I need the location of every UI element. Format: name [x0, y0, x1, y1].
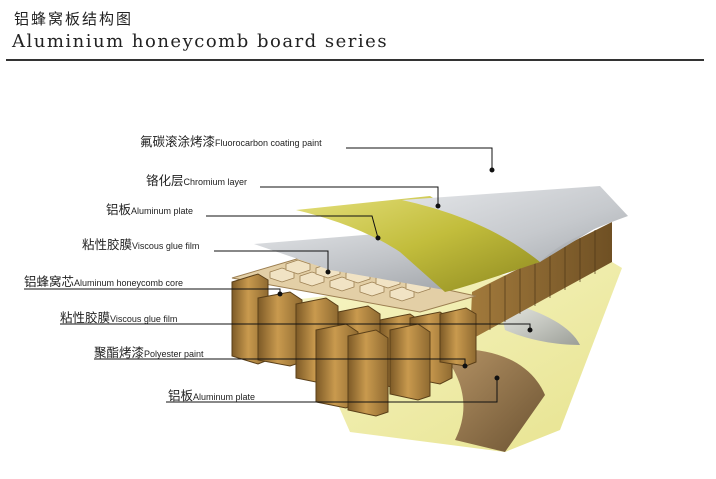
leader-lines	[24, 147, 533, 403]
label-en: Viscous glue film	[110, 314, 178, 324]
title-english: Aluminium honeycomb board series	[12, 31, 389, 52]
label-cn: 氟碳滚涂烤漆	[140, 134, 216, 149]
label-en: Chromium layer	[183, 177, 248, 187]
callout-glue-film-top: 粘性胶膜Viscous glue film	[82, 237, 199, 253]
callout-aluminum-plate-bottom: 铝板Aluminum plate	[168, 388, 255, 404]
label-en: Aluminum honeycomb core	[74, 278, 184, 288]
callout-chromium-layer: 铬化层Chromium layer	[146, 173, 247, 189]
header-divider	[6, 59, 704, 61]
callout-fluorocarbon-coating: 氟碳滚涂烤漆Fluorocarbon coating paint	[140, 134, 322, 150]
callout-honeycomb-core: 铝蜂窝芯Aluminum honeycomb core	[24, 274, 183, 290]
chromium-layer	[296, 196, 540, 292]
label-cn: 聚酯烤漆	[94, 345, 145, 360]
callout-glue-film-bottom: 粘性胶膜Viscous glue film	[60, 310, 177, 326]
label-cn: 铝板	[106, 202, 132, 217]
label-cn: 粘性胶膜	[60, 310, 111, 325]
callout-polyester-paint: 聚酯烤漆Polyester paint	[94, 345, 204, 361]
honeycomb-prisms	[231, 273, 477, 417]
polyester-gloss-sheet	[440, 349, 545, 452]
label-en: Aluminum plate	[131, 206, 194, 216]
title-chinese: 铝蜂窝板结构图	[14, 10, 134, 28]
label-cn: 粘性胶膜	[82, 237, 133, 252]
label-cn: 铝蜂窝芯	[24, 274, 75, 289]
callout-aluminum-plate-top: 铝板Aluminum plate	[106, 202, 193, 218]
label-en: Fluorocarbon coating paint	[215, 138, 322, 148]
label-en: Aluminum plate	[193, 392, 256, 402]
label-en: Polyester paint	[144, 349, 204, 359]
label-cn: 铬化层	[146, 173, 184, 188]
label-en: Viscous glue film	[132, 241, 200, 251]
label-cn: 铝板	[168, 388, 194, 403]
fluorocarbon-coating	[402, 186, 628, 262]
honeycomb-back-ribs	[489, 230, 596, 330]
